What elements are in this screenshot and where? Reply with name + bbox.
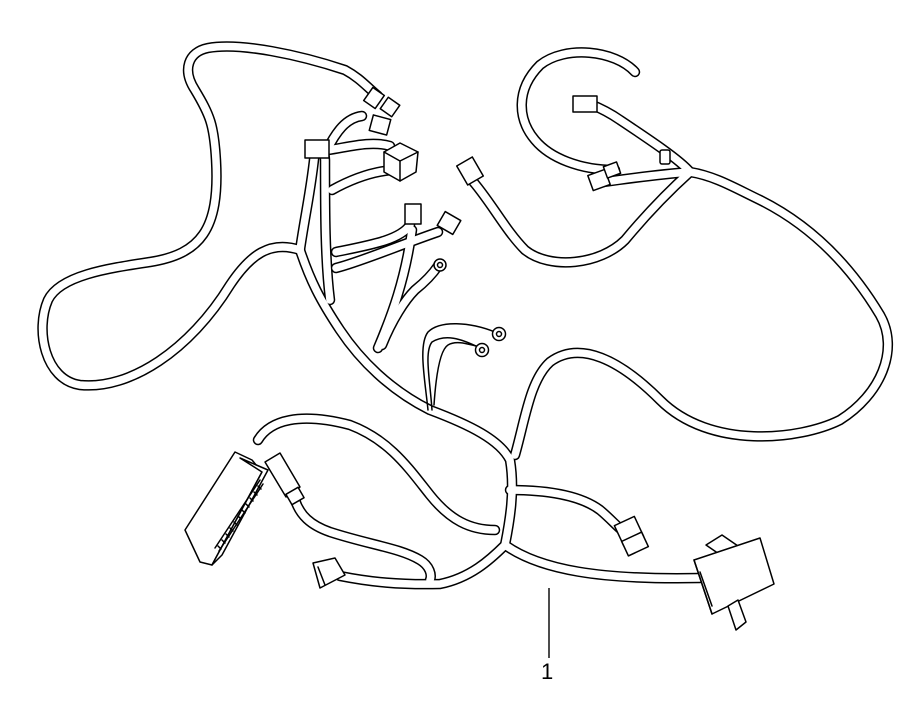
ring-terminal-3	[474, 342, 490, 358]
connector-upper-right-3	[587, 161, 622, 192]
connector-right-middle	[613, 515, 650, 557]
ground-wire-3	[433, 341, 477, 406]
harness-branches	[37, 41, 894, 590]
connector-ecu-large	[184, 451, 269, 566]
connector-cube	[383, 142, 419, 182]
connector-upper-right-clip	[659, 149, 671, 165]
connector-small-1	[368, 114, 392, 136]
connector-ecu-pins	[214, 479, 264, 552]
harness-branches-inner	[38, 42, 892, 588]
connectors	[184, 86, 775, 631]
connector-block-left	[304, 139, 330, 159]
connector-upper-right-2	[455, 156, 485, 186]
connector-sensor-inline	[264, 452, 305, 506]
ground-wire-2	[427, 336, 481, 411]
connector-mid-2	[436, 210, 462, 236]
ring-terminal-1	[433, 258, 447, 272]
connector-upper-right-1	[572, 95, 598, 113]
branch-upper-right	[509, 166, 894, 461]
callout-number-1: 1	[541, 659, 554, 684]
ring-terminal-2	[491, 326, 507, 342]
relay-box	[693, 534, 775, 631]
ground-wires	[422, 323, 496, 411]
connector-mid-1	[404, 203, 422, 225]
ground-wire-1	[422, 323, 496, 411]
connector-lower-left	[312, 557, 346, 589]
connector-top-pair	[362, 86, 401, 118]
